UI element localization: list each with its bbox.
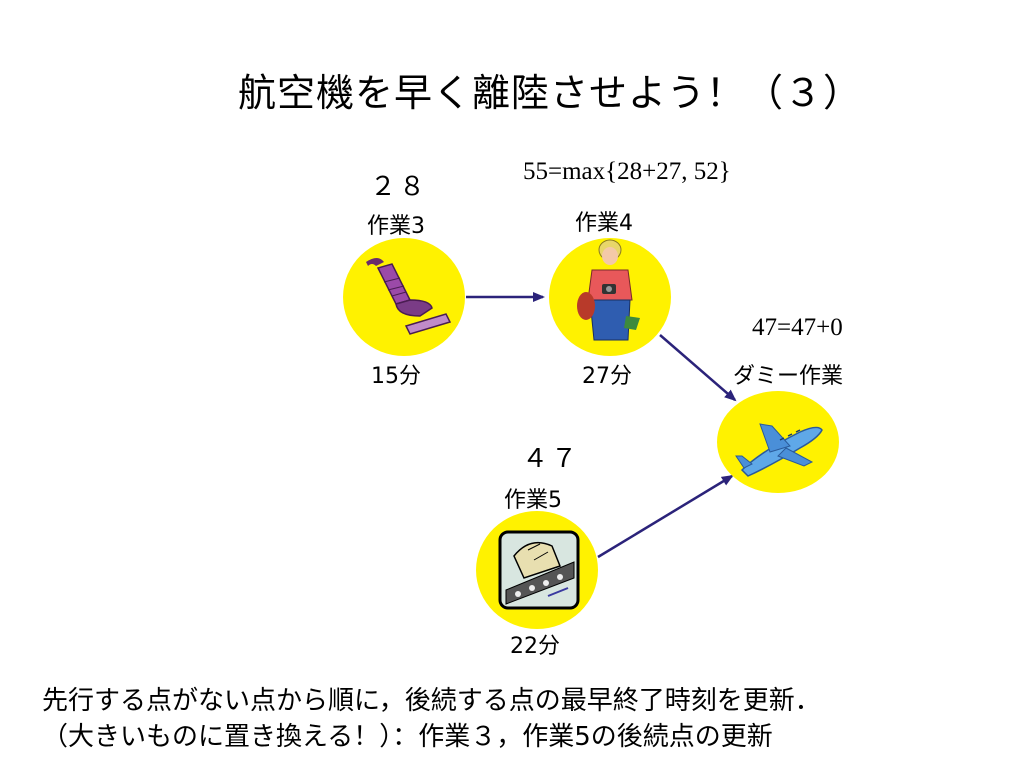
task4-formula: 55=max{28+27, 52} xyxy=(523,158,731,185)
node-task3 xyxy=(343,238,465,356)
explanation-line2: （大きいものに置き換える！）：作業３，作業5の後続点の更新 xyxy=(42,722,773,752)
airplane-icon xyxy=(735,423,823,477)
task4-name: 作業4 xyxy=(575,211,633,236)
node-task5 xyxy=(476,511,598,629)
task3-earliest: ２８ xyxy=(370,172,429,202)
task3-duration: 15分 xyxy=(371,364,421,389)
node-task4 xyxy=(549,238,671,356)
explanation-line1: 先行する点がない点から順に，後続する点の最早終了時刻を更新． xyxy=(42,686,821,716)
task3-name: 作業3 xyxy=(367,214,425,239)
node-dummy xyxy=(717,391,839,493)
edge-task5-dummy xyxy=(597,474,734,559)
vacuum-cleaner-icon xyxy=(366,258,452,335)
edge-task4-dummy xyxy=(659,334,737,402)
task5-earliest: ４７ xyxy=(522,444,581,474)
dummy-formula: 47=47+0 xyxy=(752,314,843,341)
tourist-woman-icon xyxy=(577,239,640,341)
task4-duration: 27分 xyxy=(582,364,632,389)
dummy-name: ダミー作業 xyxy=(733,364,844,389)
task5-duration: 22分 xyxy=(510,634,560,659)
page-title: 航空機を早く離陸させよう！（３） xyxy=(237,71,862,115)
baggage-conveyor-icon xyxy=(498,530,580,610)
task5-name: 作業5 xyxy=(504,488,562,513)
